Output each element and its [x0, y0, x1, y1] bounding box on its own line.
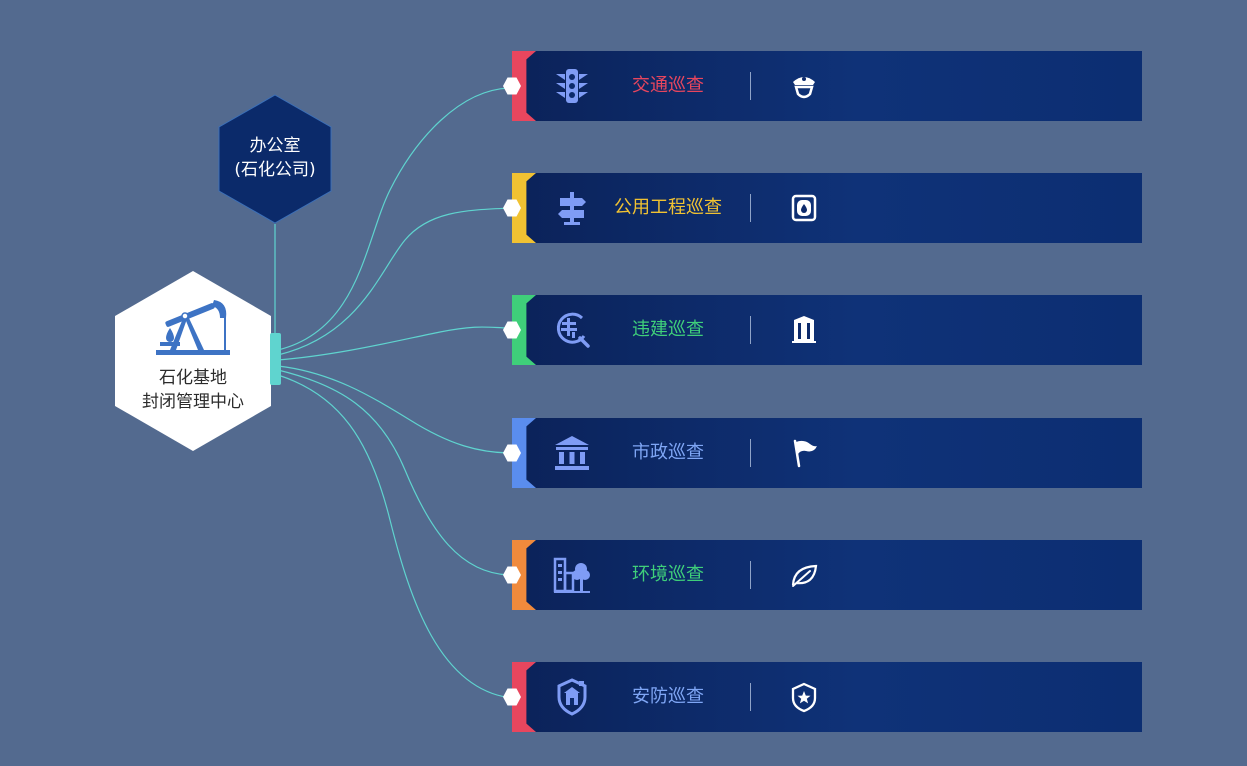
traffic-light-icon [556, 69, 588, 103]
category-label: 违建巡查 [632, 319, 704, 340]
city-tree-icon [553, 557, 590, 593]
office-label: 办公室 (石化公司) [218, 134, 332, 182]
connector-line [277, 374, 513, 699]
hexagon-shape [218, 94, 332, 224]
divider [750, 683, 751, 711]
center-subtitle: 封闭管理中心 [142, 392, 244, 412]
connector-line [277, 326, 513, 361]
category-label: 市政巡查 [632, 442, 704, 463]
connector-line [277, 87, 513, 351]
category-label: 安防巡查 [632, 686, 704, 707]
connector-node [503, 199, 521, 217]
oil-pump-icon [156, 300, 230, 355]
connector-node [503, 321, 521, 339]
connector-line [277, 207, 513, 356]
category-label: 公用工程巡查 [614, 197, 722, 218]
category-illegal-construction[interactable]: 违建巡查 [503, 295, 1142, 365]
category-municipal[interactable]: 市政巡查 [503, 418, 1142, 488]
connector-line [277, 369, 513, 576]
divider [750, 72, 751, 100]
signpost-icon [558, 192, 586, 225]
divider [750, 316, 751, 344]
category-label: 交通巡查 [632, 75, 704, 96]
office-subtitle: (石化公司) [234, 160, 316, 180]
divider [750, 194, 751, 222]
connector-node [503, 688, 521, 706]
category-traffic[interactable]: 交通巡查 [503, 51, 1142, 121]
connector-node [503, 566, 521, 584]
building-icon [792, 316, 816, 343]
divider [750, 561, 751, 589]
hexagon-shape [115, 271, 271, 451]
center-node[interactable]: 石化基地 封闭管理中心 [114, 270, 272, 452]
divider [750, 439, 751, 467]
police-cap-icon [793, 77, 815, 99]
flag-icon [793, 439, 817, 468]
category-utility[interactable]: 公用工程巡查 [503, 173, 1142, 243]
office-title: 办公室 [249, 136, 301, 156]
center-label: 石化基地 封闭管理中心 [114, 366, 272, 414]
star-shield-icon [791, 682, 817, 713]
category-environment[interactable]: 环境巡查 [503, 540, 1142, 610]
connector-node [503, 444, 521, 462]
center-title: 石化基地 [159, 368, 227, 388]
illegal-building-search-icon [556, 312, 590, 348]
oil-barrel-icon [791, 194, 817, 222]
connector-hub [270, 333, 281, 385]
connector-node [503, 77, 521, 95]
category-label: 环境巡查 [632, 564, 704, 585]
leaf-icon [791, 564, 818, 587]
category-security[interactable]: 安防巡查 [503, 662, 1142, 732]
office-node[interactable]: 办公室 (石化公司) [218, 94, 332, 224]
security-shield-icon [557, 678, 587, 716]
connector-line [277, 365, 513, 454]
government-building-icon [555, 436, 589, 470]
